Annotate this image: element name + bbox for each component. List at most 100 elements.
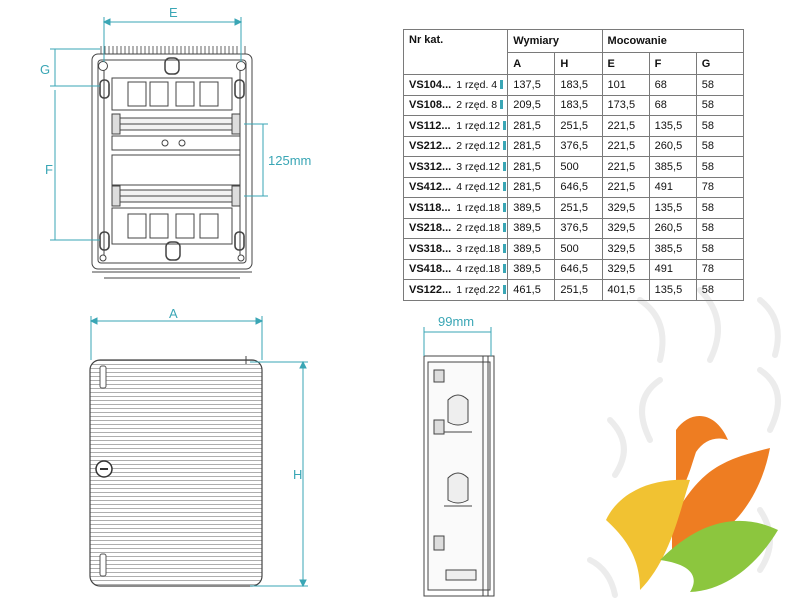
accent-marker-icon: [503, 264, 507, 274]
header-H: H: [554, 52, 603, 75]
accent-marker-icon: [503, 141, 507, 151]
value-E: 329,5: [601, 217, 650, 239]
rows-modules-cell: 4 rzęd.12: [456, 176, 509, 198]
value-F: 491: [648, 176, 697, 198]
brand-logo: [606, 416, 778, 592]
value-E: 221,5: [601, 156, 650, 178]
value-A: 209,5: [507, 94, 556, 116]
value-G: 58: [695, 94, 745, 116]
value-E: 401,5: [601, 279, 650, 301]
dim-label-A: A: [169, 306, 178, 321]
value-F: 385,5: [648, 156, 697, 178]
accent-marker-icon: [503, 120, 507, 130]
accent-marker-icon: [503, 223, 507, 233]
value-E: 329,5: [601, 197, 650, 219]
value-A: 389,5: [507, 197, 556, 219]
value-E: 221,5: [601, 176, 650, 198]
value-H: 646,5: [554, 176, 603, 198]
value-G: 58: [695, 217, 745, 239]
value-E: 221,5: [601, 135, 650, 157]
value-A: 281,5: [507, 176, 556, 198]
value-A: 137,5: [507, 74, 556, 96]
value-E: 329,5: [601, 238, 650, 260]
rows-modules-cell: 3 rzęd.18: [456, 238, 509, 260]
closed-view-dimensions: [89, 316, 308, 588]
dim-label-F: F: [45, 162, 53, 177]
value-H: 376,5: [554, 217, 603, 239]
value-H: 183,5: [554, 74, 603, 96]
catalog-number: VS318...: [403, 238, 457, 260]
value-G: 58: [695, 74, 745, 96]
value-F: 260,5: [648, 135, 697, 157]
dim-label-H: H: [293, 467, 303, 482]
accent-marker-icon: [500, 79, 504, 89]
value-F: 385,5: [648, 238, 697, 260]
rows-modules-cell: 1 rzęd. 4: [456, 74, 509, 96]
value-A: 389,5: [507, 238, 556, 260]
catalog-number: VS212...: [403, 135, 457, 157]
value-G: 58: [695, 115, 745, 137]
rows-modules-text: 2 rzęd.12: [456, 140, 501, 153]
header-mocowanie: Mocowanie: [601, 29, 745, 53]
value-G: 58: [695, 197, 745, 219]
rows-modules-text: 1 rzęd. 4: [456, 78, 498, 91]
value-A: 281,5: [507, 156, 556, 178]
value-H: 500: [554, 238, 603, 260]
value-E: 101: [601, 74, 650, 96]
dim-label-pitch: 125mm: [268, 153, 312, 168]
value-G: 58: [695, 135, 745, 157]
value-H: 646,5: [554, 258, 603, 280]
value-A: 389,5: [507, 258, 556, 280]
front-view-closed: [89, 356, 263, 587]
side-view-dimensions: [423, 327, 492, 356]
catalog-number: VS108...: [403, 94, 457, 116]
catalog-number: VS312...: [403, 156, 457, 178]
accent-marker-icon: [500, 100, 504, 110]
rows-modules-text: 4 rzęd.12: [456, 181, 501, 194]
value-H: 183,5: [554, 94, 603, 116]
accent-marker-icon: [503, 161, 507, 171]
value-F: 135,5: [648, 197, 697, 219]
rows-modules-text: 1 rzęd.12: [456, 119, 501, 132]
accent-marker-icon: [503, 243, 507, 253]
value-G: 58: [695, 238, 745, 260]
header-E: E: [601, 52, 650, 75]
value-A: 389,5: [507, 217, 556, 239]
catalog-number: VS218...: [403, 217, 457, 239]
value-A: 281,5: [507, 115, 556, 137]
rows-modules-text: 1 rzęd.22: [456, 283, 501, 296]
rows-modules-cell: 1 rzęd.18: [456, 197, 509, 219]
dim-label-depth: 99mm: [438, 314, 475, 329]
rows-modules-text: 4 rzęd.18: [456, 263, 501, 276]
value-E: 173,5: [601, 94, 650, 116]
accent-marker-icon: [503, 182, 507, 192]
value-F: 135,5: [648, 115, 697, 137]
rows-modules-cell: 1 rzęd.12: [456, 115, 509, 137]
catalog-number: VS122...: [403, 279, 457, 301]
header-wymiary: Wymiary: [507, 29, 603, 53]
accent-marker-icon: [503, 202, 507, 212]
rows-modules-text: 3 rzęd.12: [456, 160, 501, 173]
value-F: 68: [648, 74, 697, 96]
rows-modules-cell: 1 rzęd.22: [456, 279, 509, 301]
catalog-number: VS112...: [403, 115, 457, 137]
catalog-number: VS418...: [403, 258, 457, 280]
rows-modules-cell: 2 rzęd.12: [456, 135, 509, 157]
value-F: 68: [648, 94, 697, 116]
rows-modules-cell: 2 rzęd.18: [456, 217, 509, 239]
rows-modules-text: 2 rzęd.18: [456, 222, 501, 235]
side-view: [423, 355, 495, 597]
rows-modules-cell: 3 rzęd.12: [456, 156, 509, 178]
